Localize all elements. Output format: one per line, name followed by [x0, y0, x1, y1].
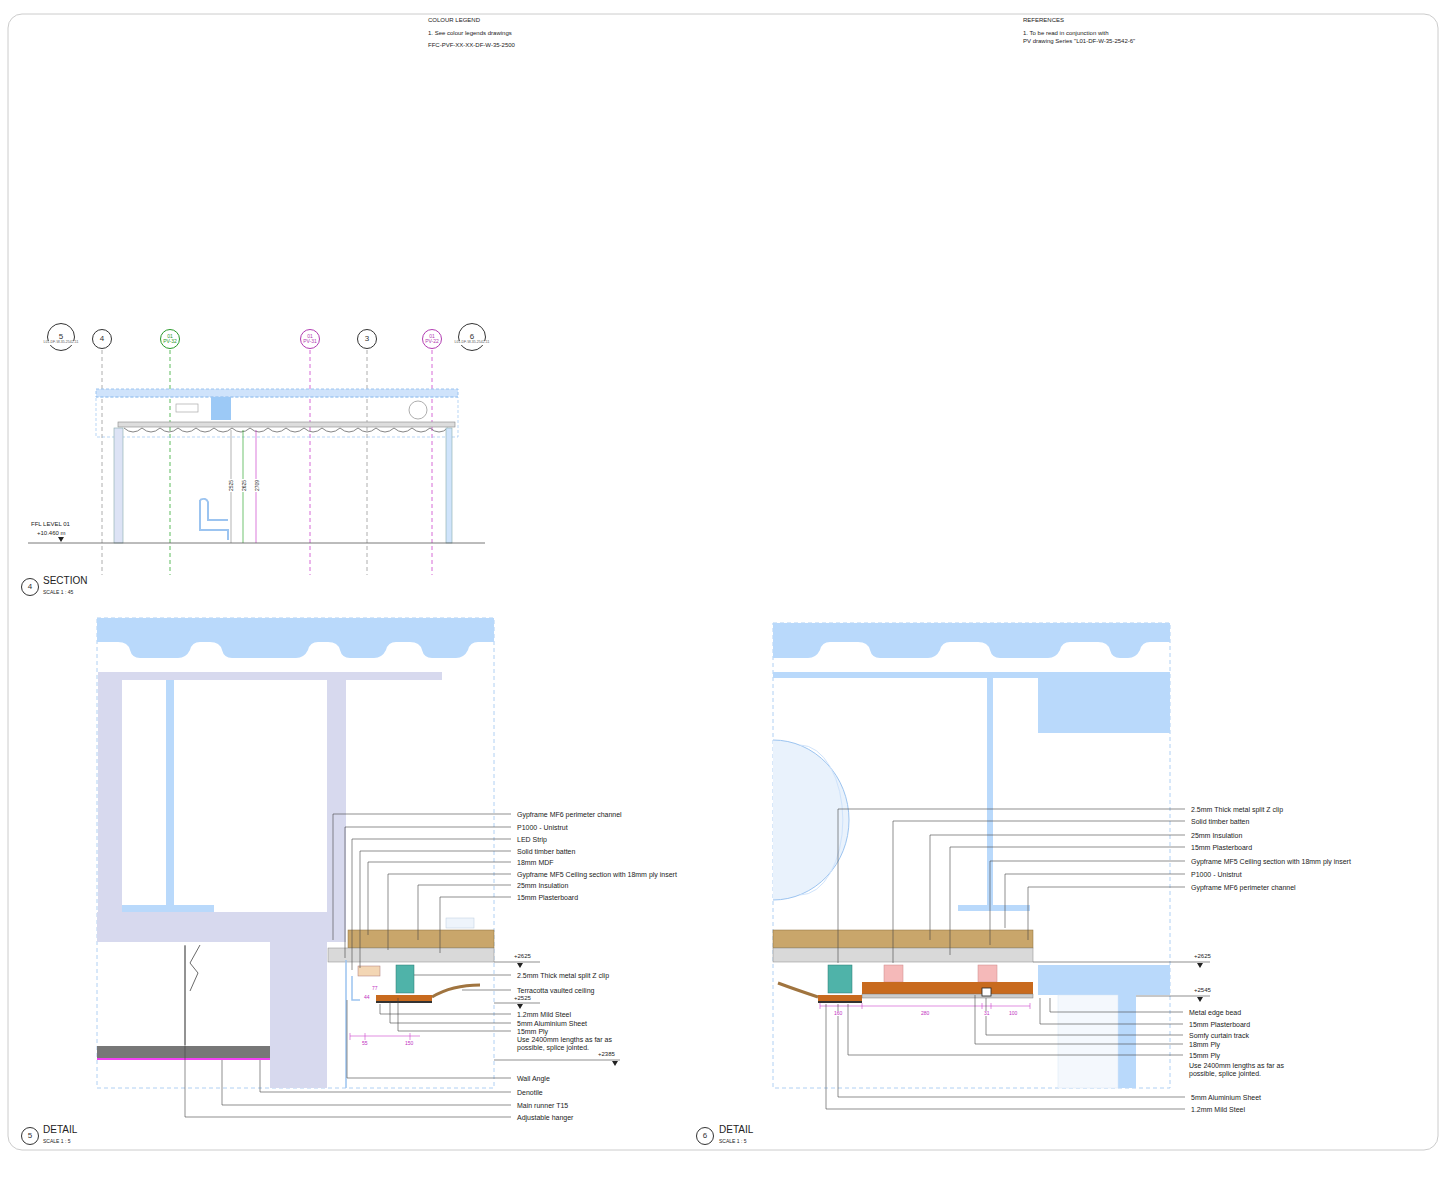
annotation: Gypframe MF5 Ceiling section with 18mm p… [516, 871, 678, 878]
callout-reference: L01-DF-W-35-2542-11 [44, 341, 79, 345]
annotation: Denotile [516, 1089, 544, 1096]
dimension: 55 [361, 1041, 369, 1046]
annotation: Main runner T15 [516, 1102, 569, 1109]
callout-number: 6 [470, 333, 474, 341]
annotation: Solid timber batten [516, 848, 576, 855]
dimension: 77 [371, 986, 379, 991]
annotation: Use 2400mm lengths as far as possible, s… [1188, 1062, 1286, 1079]
annotation: 15mm Ply [516, 1028, 549, 1035]
callout-reference: PV-32 [163, 339, 177, 344]
annotation: 5mm Aluminium Sheet [1190, 1094, 1262, 1101]
annotation: SCALE 1 : 45 [42, 590, 74, 595]
grid-bubble: 01PV-31 [300, 329, 320, 349]
annotation: Wall Angle [516, 1075, 551, 1082]
annotation: LED Strip [516, 836, 548, 843]
grid-bubble: 5 [21, 1127, 39, 1145]
annotation: FFL LEVEL 01 [30, 521, 71, 527]
callout-reference: PV-22 [425, 339, 439, 344]
annotation: 5mm Aluminium Sheet [516, 1020, 588, 1027]
dimension: 44 [363, 995, 371, 1000]
annotation: DETAIL [42, 1125, 78, 1135]
annotation: 15mm Ply [1188, 1052, 1221, 1059]
annotation: 18mm MDF [516, 859, 555, 866]
annotation: 15mm Plasterboard [1188, 1021, 1251, 1028]
dimension: 2625 [242, 478, 247, 491]
callout-number: 5 [59, 333, 63, 341]
callout-number: 6 [703, 1132, 707, 1140]
annotation: P1000 - Unistrut [516, 824, 569, 831]
dimension: 100 [1008, 1011, 1018, 1016]
dimension: 280 [920, 1011, 930, 1016]
annotation: 2.5mm Thick metal split Z clip [516, 972, 610, 979]
annotation: +10.460 m [36, 530, 67, 536]
annotation: 25mm Insulation [516, 882, 569, 889]
grid-bubble: 01PV-22 [422, 329, 442, 349]
callout-number: 5 [28, 1132, 32, 1140]
callout-reference: PV-31 [303, 339, 317, 344]
grid-bubble: 3 [357, 329, 377, 349]
callout-number: 4 [28, 583, 32, 591]
annotation: SCALE 1 : 5 [42, 1139, 72, 1144]
annotation: COLOUR LEGEND [427, 17, 481, 23]
dimension: 2709 [255, 478, 260, 491]
callout-number: 3 [365, 335, 369, 343]
annotation: P1000 - Unistrut [1190, 871, 1243, 878]
annotation: PV drawing Series "L01-DF-W-35-2542-6" [1022, 38, 1136, 44]
annotation: Gypframe MF5 Ceiling section with 18mm p… [1190, 858, 1352, 865]
dimension: 160 [833, 1011, 843, 1016]
annotation: Metal edge bead [1188, 1009, 1242, 1016]
grid-bubble: 01PV-32 [160, 329, 180, 349]
annotation: +2545 [1193, 987, 1212, 993]
annotation: 18mm Ply [1188, 1041, 1221, 1048]
dimension: 150 [404, 1041, 414, 1046]
annotation: Terracotta vaulted ceiling [516, 987, 595, 994]
annotation: 25mm Insulation [1190, 832, 1243, 839]
annotation: Solid timber batten [1190, 818, 1250, 825]
grid-bubble: 4 [92, 329, 112, 349]
annotation: +2385 [597, 1051, 616, 1057]
annotation: 1.2mm Mild Steel [1190, 1106, 1246, 1113]
annotation: SECTION [42, 576, 88, 586]
annotation: 2.5mm Thick metal split Z clip [1190, 806, 1284, 813]
annotation: +2625 [1193, 953, 1212, 959]
annotation: +2525 [513, 995, 532, 1001]
grid-bubble: 4 [21, 578, 39, 596]
annotation: FFC-PVF-XX-XX-DF-W-35-2500 [427, 42, 516, 48]
annotation: Gypframe MF6 perimeter channel [516, 811, 623, 818]
annotation: 1.2mm Mild Steel [516, 1011, 572, 1018]
grid-bubble: 6L01-DF-W-35-2542-11 [458, 323, 486, 351]
annotation: 1. To be read in conjunction with [1022, 30, 1110, 36]
grid-bubble: 5L01-DF-W-35-2542-11 [47, 323, 75, 351]
annotation: Somfy curtain track [1188, 1032, 1250, 1039]
annotation: SCALE 1 : 5 [718, 1139, 748, 1144]
callout-number: 4 [100, 335, 104, 343]
annotation: Use 2400mm lengths as far as possible, s… [516, 1036, 614, 1053]
annotation: 1. See colour legends drawings [427, 30, 513, 36]
annotation: 15mm Plasterboard [516, 894, 579, 901]
dimension: 2525 [229, 478, 234, 491]
dimension: 31 [983, 1011, 991, 1016]
callout-reference: L01-DF-W-35-2542-11 [455, 341, 490, 345]
grid-bubble: 6 [696, 1127, 714, 1145]
annotation: REFERENCES [1022, 17, 1065, 23]
annotation: Gypframe MF6 perimeter channel [1190, 884, 1297, 891]
annotation: +2625 [513, 953, 532, 959]
annotation: DETAIL [718, 1125, 754, 1135]
annotation: 15mm Plasterboard [1190, 844, 1253, 851]
annotation: Adjustable hanger [516, 1114, 574, 1121]
